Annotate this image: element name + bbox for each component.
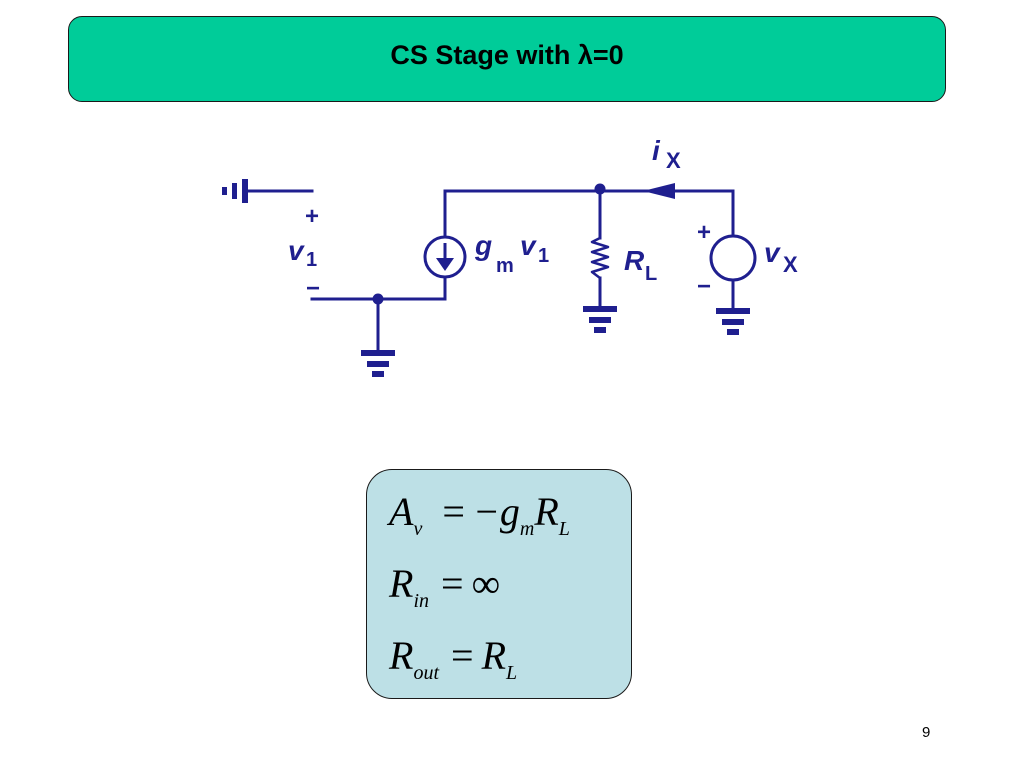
gate-plate-icon: [222, 179, 248, 203]
source-node-dot: [372, 293, 384, 305]
voltage-source-icon: [709, 234, 757, 282]
gm-v-label: v: [520, 230, 537, 261]
vx-label: v: [764, 237, 781, 268]
page-number: 9: [922, 724, 931, 741]
rout-op: =: [451, 633, 474, 678]
vx-plus: +: [697, 219, 711, 246]
v1-minus: −: [306, 275, 320, 302]
av-rhs1: −g: [472, 489, 520, 534]
source-ground-icon: [361, 350, 395, 377]
rl-ground-icon: [583, 306, 617, 333]
v1-sub: 1: [306, 249, 317, 271]
resistor-rl-icon: [590, 236, 610, 279]
gm-label: g: [474, 230, 492, 261]
rl-sub: L: [645, 263, 657, 285]
vx-minus: −: [697, 273, 711, 300]
cs-stage-circuit: + v 1 − g m v 1 R L i X + − v X: [222, 135, 798, 377]
rout-rhs: R: [481, 633, 506, 678]
gm-v-sub: 1: [538, 245, 549, 267]
rl-label: R: [624, 245, 645, 276]
current-source-icon: [423, 235, 467, 279]
vx-sub: X: [783, 252, 798, 277]
av-rhs1-sub: m: [519, 518, 535, 540]
av-rhs2: R: [534, 489, 559, 534]
ix-sub: X: [666, 148, 681, 173]
equations-box: Av =−gmRL Rin =∞ Rout =RL: [366, 469, 632, 699]
rin-op: =: [441, 561, 464, 606]
av-lhs: A: [389, 489, 414, 534]
v1-label: v: [288, 235, 305, 266]
av-lhs-sub: v: [413, 518, 423, 540]
gm-sub: m: [496, 255, 514, 277]
equation-rin: Rin =∞: [389, 560, 508, 613]
rout-lhs: R: [389, 633, 414, 678]
title-banner: CS Stage with λ=0: [68, 16, 946, 102]
rin-lhs-sub: in: [413, 590, 429, 612]
rout-rhs-sub: L: [506, 662, 518, 684]
rin-lhs: R: [389, 561, 414, 606]
av-rhs2-sub: L: [558, 518, 570, 540]
slide-title: CS Stage with λ=0: [390, 39, 624, 70]
drain-node-dot: [594, 183, 606, 195]
ix-arrow-icon: [643, 183, 675, 199]
ix-label: i: [652, 135, 661, 166]
rin-rhs: ∞: [471, 561, 501, 606]
vx-ground-icon: [716, 308, 750, 335]
equation-rout: Rout =RL: [389, 632, 517, 685]
av-op: =: [442, 489, 465, 534]
v1-plus: +: [305, 203, 319, 230]
equation-av: Av =−gmRL: [389, 488, 570, 541]
rout-lhs-sub: out: [413, 662, 439, 684]
